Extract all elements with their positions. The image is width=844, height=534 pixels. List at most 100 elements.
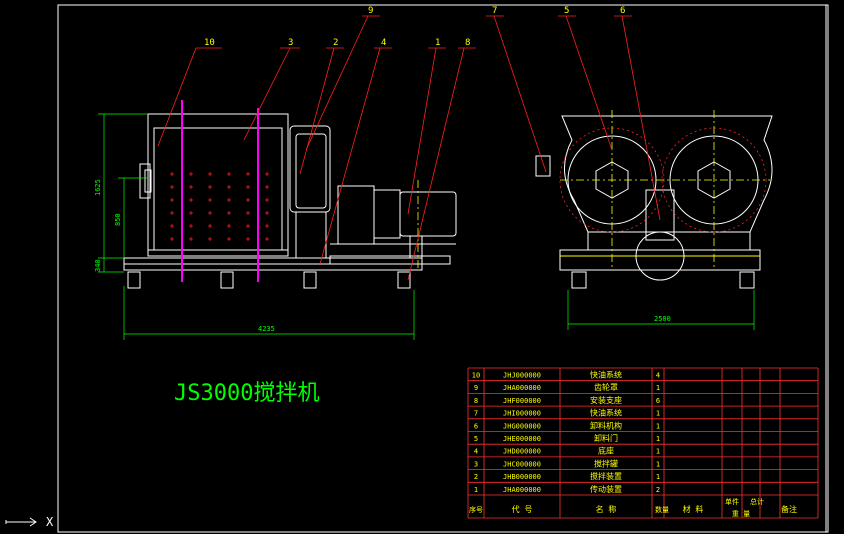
- leader-10: [157, 47, 197, 147]
- balloon-10: 10: [204, 38, 215, 48]
- leader-9: [305, 15, 369, 151]
- grid-mark: [170, 237, 174, 241]
- grid-mark: [170, 185, 174, 189]
- grid-mark: [170, 211, 174, 215]
- balloon-4: 4: [381, 38, 386, 48]
- bom-cell-qty: 1: [656, 435, 660, 443]
- grid-mark: [208, 237, 212, 241]
- bom-cell-code: JHA000000: [503, 486, 541, 494]
- balloon-8: 8: [465, 38, 470, 48]
- bom-header-total: 总计: [750, 497, 764, 506]
- bom-cell-no: 2: [474, 473, 478, 481]
- mixer-tank-inner: [153, 127, 283, 251]
- dim-text-side-width: 2500: [654, 315, 671, 323]
- discharge-mechanism: [645, 189, 675, 241]
- grid-mark: [208, 198, 212, 202]
- motor-frame: [329, 255, 451, 265]
- motor: [399, 191, 457, 237]
- bom-cell-code: JHD000000: [503, 448, 541, 456]
- leader-6: [621, 15, 661, 221]
- bom-cell-code: JHG000000: [503, 422, 541, 430]
- grid-mark: [189, 211, 193, 215]
- bom-cell-name: 搅拌装置: [590, 471, 622, 481]
- side-base: [559, 249, 761, 271]
- reducer: [337, 185, 375, 245]
- front-view: [123, 113, 457, 289]
- grid-mark: [265, 185, 269, 189]
- dimension-text: 1625 850 340 4235 2500: [94, 179, 671, 333]
- ucs-icon: [5, 517, 37, 527]
- bom-header-name: 名 称: [596, 504, 617, 514]
- balloon-5: 5: [564, 6, 569, 16]
- bom-cell-code: JHE000000: [503, 435, 541, 443]
- bom-cell-code: JHF000000: [503, 397, 541, 405]
- grid-mark: [246, 185, 250, 189]
- grid-mark: [246, 172, 250, 176]
- bom-cell-no: 1: [474, 486, 478, 494]
- bom-header-remark: 备注: [781, 504, 797, 514]
- balloon-9: 9: [368, 6, 373, 16]
- dim-text-mid-height: 850: [114, 213, 122, 226]
- bom-header-weight: 重 量: [732, 510, 750, 518]
- balloon-1: 1: [435, 38, 440, 48]
- bom-cell-qty: 6: [656, 397, 660, 405]
- bom-cell-qty: 1: [656, 448, 660, 456]
- bom-cell-no: 6: [474, 422, 478, 430]
- bom-header-no: 序号: [469, 505, 483, 514]
- dimension-lines: [98, 113, 755, 340]
- bom-cell-qty: 2: [656, 486, 660, 494]
- bom-cell-no: 3: [474, 460, 478, 468]
- grid-mark: [189, 198, 193, 202]
- foot: [397, 271, 411, 289]
- balloon-6: 6: [620, 6, 625, 16]
- drawing-title: JS3000搅拌机: [174, 381, 319, 406]
- bom-cell-no: 9: [474, 384, 478, 392]
- grid-mark: [170, 198, 174, 202]
- ucs-x-label: X: [46, 515, 54, 529]
- gear-support: [295, 211, 327, 259]
- sheet-border: [57, 4, 829, 533]
- oil-pump: [535, 155, 551, 177]
- leader-3: [243, 47, 291, 141]
- grid-mark: [265, 198, 269, 202]
- grid-mark: [227, 185, 231, 189]
- leader-7: [493, 15, 547, 173]
- bom-header-qty: 数量: [655, 505, 669, 514]
- grid-mark: [170, 224, 174, 228]
- dim-text-total-height: 1625: [94, 179, 102, 196]
- grid-mark: [227, 237, 231, 241]
- bom-cell-name: 底座: [598, 446, 614, 456]
- grid-mark: [227, 172, 231, 176]
- bom-cell-no: 4: [474, 448, 478, 456]
- bom-cell-no: 8: [474, 397, 478, 405]
- side-view: [535, 115, 773, 289]
- grid-mark: [189, 185, 193, 189]
- foot: [303, 271, 317, 289]
- bom-cell-name: 卸料机构: [590, 420, 622, 430]
- bom-cell-no: 10: [472, 372, 480, 380]
- bom-cell-no: 5: [474, 435, 478, 443]
- shaft-end-cap: [144, 169, 152, 193]
- bom-cell-name: 传动装置: [590, 484, 622, 494]
- bom-cell-qty: 1: [656, 384, 660, 392]
- bom-cell-code: JHI000000: [503, 410, 541, 418]
- grid-mark: [170, 172, 174, 176]
- bom-cell-name: 搅拌罐: [594, 458, 618, 468]
- leader-1: [407, 47, 437, 215]
- coupling: [373, 189, 401, 239]
- bom-cell-qty: 1: [656, 460, 660, 468]
- bom-cell-name: 卸料门: [594, 433, 618, 443]
- bom-cell-no: 7: [474, 410, 478, 418]
- balloon-7: 7: [492, 6, 497, 16]
- grid-mark: [227, 211, 231, 215]
- bom-cell-code: JHB000000: [503, 473, 541, 481]
- grid-mark: [227, 224, 231, 228]
- balloon-2: 2: [333, 38, 338, 48]
- grid-mark: [208, 224, 212, 228]
- side-foot: [739, 271, 755, 289]
- bom-cell-qty: 1: [656, 422, 660, 430]
- balloon-3: 3: [288, 38, 293, 48]
- motor-support: [409, 235, 423, 259]
- grid-mark: [189, 237, 193, 241]
